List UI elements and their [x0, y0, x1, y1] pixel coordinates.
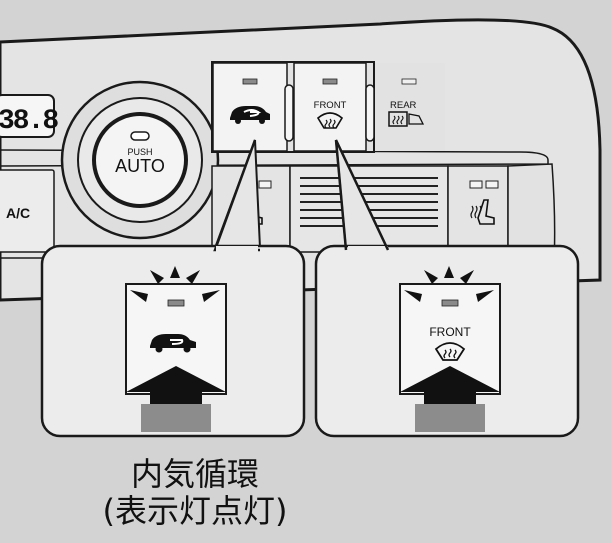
callout-recirc-indicator	[167, 299, 185, 307]
press-arrow	[400, 366, 500, 432]
rear-label: REAR	[390, 100, 417, 111]
rear-defrost-icon	[388, 111, 425, 127]
indicator-glow-rays	[130, 266, 220, 302]
panel-inner-line	[0, 149, 549, 167]
front-label: FRONT	[314, 100, 347, 111]
rear-indicator	[401, 78, 417, 85]
ac-button[interactable]: A/C	[0, 169, 55, 253]
callout-front-defrost-icon	[434, 342, 466, 361]
recirculation-car-icon	[230, 106, 270, 124]
temperature-display: 38.8	[0, 94, 60, 138]
front-defrost-callout: FRONT	[314, 139, 580, 438]
recirculation-callout	[40, 139, 306, 438]
auto-knob[interactable]: PUSH AUTO	[60, 80, 220, 240]
front-defrost-icon	[316, 112, 344, 129]
front-defrost-button[interactable]: FRONT	[293, 62, 367, 152]
seat-heater-right-button[interactable]	[447, 165, 509, 253]
front-indicator	[322, 78, 338, 85]
display-digits: 38.8	[0, 106, 58, 137]
callout-front-label: FRONT	[429, 325, 471, 339]
auto-label: AUTO	[115, 156, 165, 176]
caption-line2: (表示灯点灯)	[102, 492, 288, 530]
ac-label: A/C	[6, 205, 30, 221]
press-arrow	[126, 366, 226, 432]
indicator-glow-rays	[404, 266, 494, 302]
recirculation-indicator	[242, 78, 258, 85]
caption-line1: 内気循環	[130, 455, 259, 493]
recirculation-button[interactable]	[212, 62, 288, 152]
callout-recirculation-car-icon	[150, 334, 196, 353]
rear-defrost-button[interactable]: REAR	[375, 63, 445, 151]
push-label: PUSH	[127, 147, 152, 157]
seat-heater-icon	[470, 199, 495, 225]
callout-front-indicator	[441, 299, 459, 307]
